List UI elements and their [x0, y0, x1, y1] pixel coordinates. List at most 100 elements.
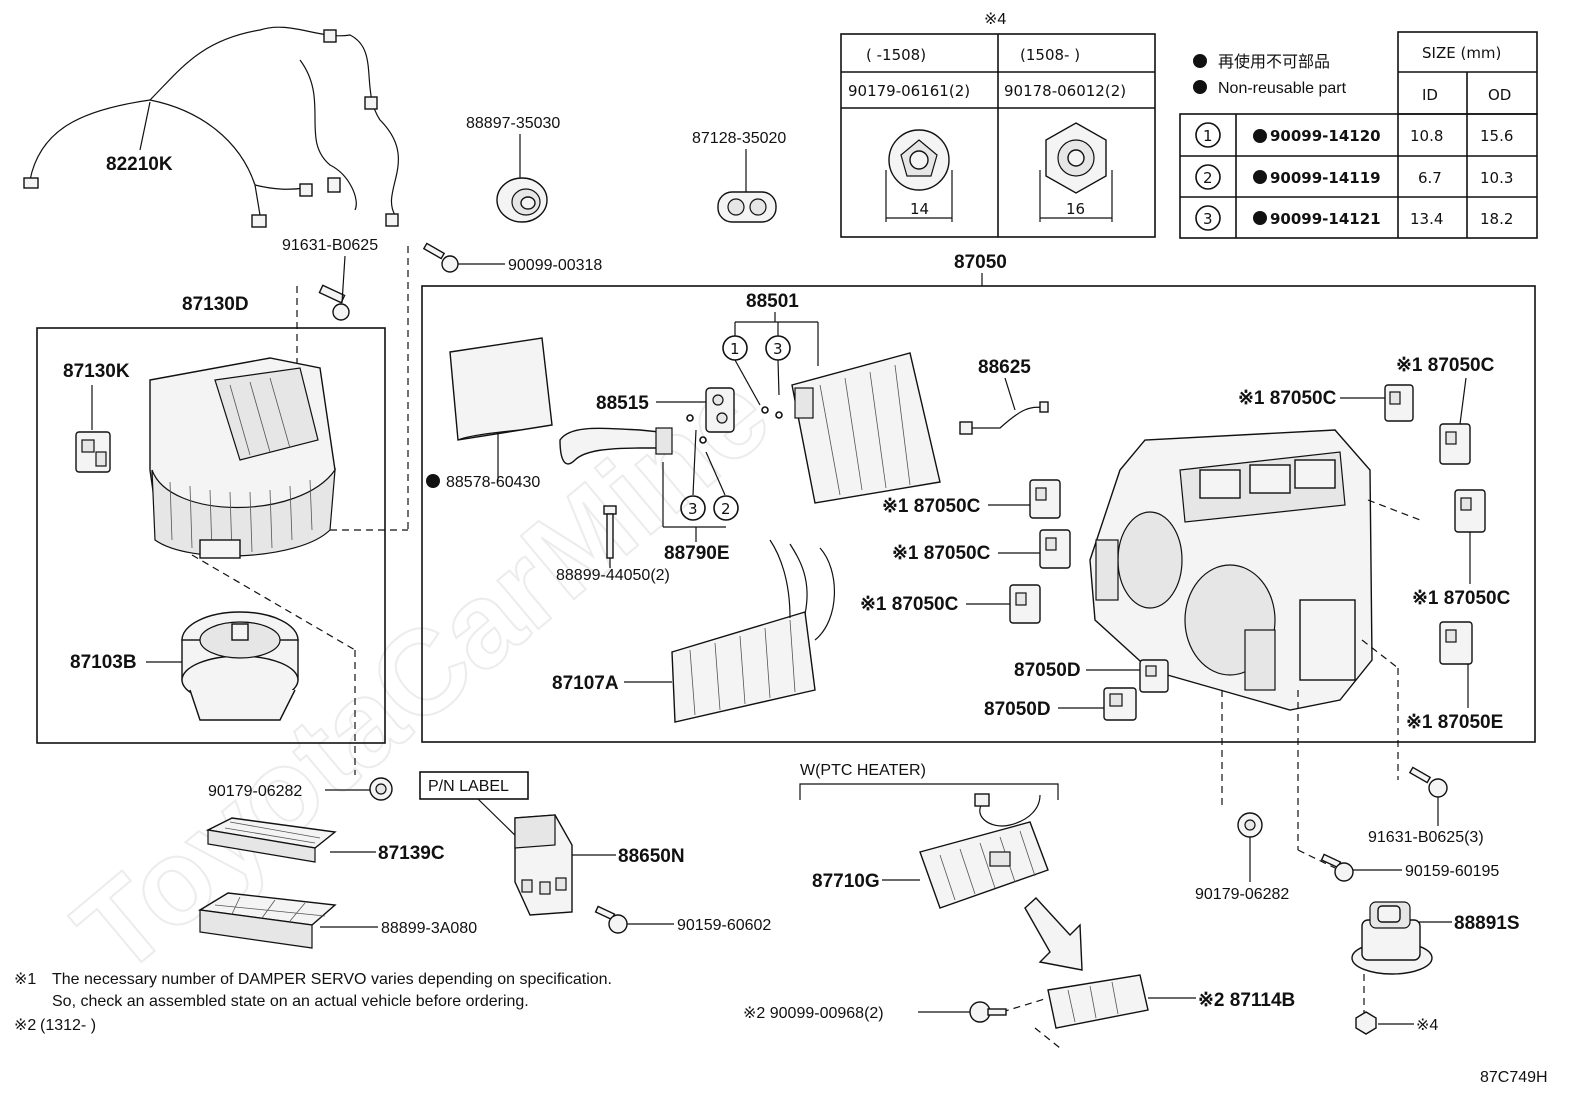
label-87107A: 87107A — [552, 673, 619, 694]
servo-87050C-b — [1439, 423, 1471, 465]
box-87050 — [421, 285, 1536, 743]
size-row-3-id: 13.4 — [1410, 210, 1443, 228]
label-pn-label: P/N LABEL — [428, 778, 509, 795]
label-87710G: 87710G — [812, 871, 880, 892]
servo-87050C-c — [1029, 479, 1061, 519]
servo-87050D-a — [1139, 659, 1169, 693]
size-row-1-num: 1 — [1203, 127, 1213, 145]
non-reusable-dot — [426, 474, 440, 488]
servo-87050C-f — [1454, 489, 1486, 533]
filter-88899-3A080 — [197, 892, 337, 949]
amplifier-88650N — [514, 814, 573, 916]
callout-2-text: 2 — [721, 500, 731, 518]
screw-90099-00968 — [969, 1001, 1007, 1023]
size-col-od: OD — [1488, 86, 1511, 104]
non-reusable-dot — [1253, 211, 1267, 225]
label-87050C-e: ※1 87050C — [860, 594, 959, 615]
label-88625: 88625 — [978, 357, 1031, 378]
label-87130K: 87130K — [63, 361, 130, 382]
label-87114B: ※2 87114B — [1198, 990, 1295, 1011]
label-ptc-heater: W(PTC HEATER) — [800, 762, 926, 779]
size-row-2-num: 2 — [1203, 169, 1213, 187]
label-90099-00318: 90099-00318 — [508, 257, 602, 274]
size-table-header: SIZE (mm) — [1422, 44, 1501, 62]
label-88578-60430: 88578-60430 — [446, 474, 540, 491]
servo-87050C-e — [1009, 584, 1041, 624]
heater-core-87107A — [671, 539, 836, 723]
size-row-1-part: 90099-14120 — [1270, 127, 1381, 145]
label-88515: 88515 — [596, 393, 649, 414]
label-88501: 88501 — [746, 291, 799, 312]
note1-line2: So, check an assembled state on an actua… — [52, 993, 529, 1010]
label-90159-60195: 90159-60195 — [1405, 863, 1499, 880]
note1-line1: The necessary number of DAMPER SERVO var… — [52, 971, 612, 988]
label-88899-3A080: 88899-3A080 — [381, 920, 477, 937]
label-88790E: 88790E — [664, 543, 730, 564]
size-row-1-id: 10.8 — [1410, 127, 1443, 145]
label-87050: 87050 — [954, 252, 1007, 273]
callout-1-text: 1 — [730, 340, 740, 358]
filter-87139C — [205, 817, 337, 863]
label-88891S: 88891S — [1454, 913, 1520, 934]
nut-col1-part: 90179-06161(2) — [848, 82, 970, 100]
label-87050E: ※1 87050E — [1406, 712, 1503, 733]
pn-label-box — [419, 771, 529, 800]
footer-code: 87C749H — [1480, 1069, 1548, 1086]
screw-91631-B0625-3 — [1408, 766, 1448, 798]
label-87130D: 87130D — [182, 294, 249, 315]
size-row-1: 1 90099-14120 10.8 15.6 — [1195, 122, 1513, 148]
label-87050D-b: 87050D — [984, 699, 1051, 720]
grommet-88897-35030 — [496, 177, 548, 223]
label-90179-06282-left: 90179-06282 — [208, 783, 302, 800]
note2-text: (1312- ) — [40, 1017, 96, 1034]
pipe-88515 — [559, 427, 673, 465]
label-87050C-f: ※1 87050C — [1412, 588, 1511, 609]
legend-dot-en — [1193, 80, 1207, 94]
note1-mark: ※1 — [14, 971, 36, 988]
nut-col2-head: (1508- ) — [1020, 46, 1080, 64]
label-91631-B0625: 91631-B0625 — [282, 237, 378, 254]
part-88891S — [1351, 901, 1433, 975]
screw-90159-60602 — [594, 905, 628, 934]
nut-table-title: ※4 — [984, 11, 1006, 28]
label-90159-60602: 90159-60602 — [677, 917, 771, 934]
nut-table: ※4 ( -1508) (1508- ) 90179-06161(2) 9017… — [840, 11, 1156, 238]
wire-harness-82210K — [23, 26, 399, 228]
sensor-88625 — [959, 401, 1049, 435]
size-row-3: 3 90099-14121 13.4 18.2 — [1195, 205, 1513, 231]
label-note4: ※4 — [1416, 1017, 1438, 1034]
size-row-2: 2 90099-14119 6.7 10.3 — [1195, 164, 1513, 190]
expansion-valve-88515 — [705, 387, 735, 433]
label-88897-35030: 88897-35030 — [466, 115, 560, 132]
size-row-2-od: 10.3 — [1480, 169, 1513, 187]
size-row-2-id: 6.7 — [1418, 169, 1442, 187]
box-87130D — [36, 327, 386, 744]
legend-en: Non-reusable part — [1218, 80, 1347, 97]
label-90179-06282-right: 90179-06282 — [1195, 886, 1289, 903]
legend-jp: 再使用不可部品 — [1218, 53, 1330, 71]
legend-dot-jp — [1193, 54, 1207, 68]
screw-91631-B0625 — [318, 284, 350, 321]
label-87050C-a: ※1 87050C — [1238, 388, 1337, 409]
nut-col1-head: ( -1508) — [866, 46, 926, 64]
label-91631-B0625-3: 91631-B0625(3) — [1368, 829, 1484, 846]
nut-90179-06282-left — [369, 777, 393, 801]
nut-col2-dim: 16 — [1066, 200, 1085, 218]
label-90099-00968: ※2 90099-00968(2) — [743, 1005, 884, 1022]
size-row-3-num: 3 — [1203, 210, 1213, 228]
nut-note4 — [1355, 1011, 1377, 1035]
size-table: SIZE (mm) ID OD 1 90099-14120 10.8 15.6 … — [1179, 31, 1538, 239]
nut-col2-part: 90178-06012(2) — [1004, 82, 1126, 100]
label-88899-44050: 88899-44050(2) — [556, 567, 670, 584]
size-col-id: ID — [1422, 86, 1438, 104]
label-88650N: 88650N — [618, 846, 685, 867]
label-87050C-d: ※1 87050C — [892, 543, 991, 564]
size-row-1-od: 15.6 — [1480, 127, 1513, 145]
label-87050C-b: ※1 87050C — [1396, 355, 1495, 376]
size-row-3-part: 90099-14121 — [1270, 210, 1381, 228]
size-row-3-od: 18.2 — [1480, 210, 1513, 228]
note2-mark: ※2 — [14, 1017, 36, 1034]
ptc-heater-87710G — [919, 793, 1049, 909]
arrow-icon — [1024, 897, 1083, 971]
